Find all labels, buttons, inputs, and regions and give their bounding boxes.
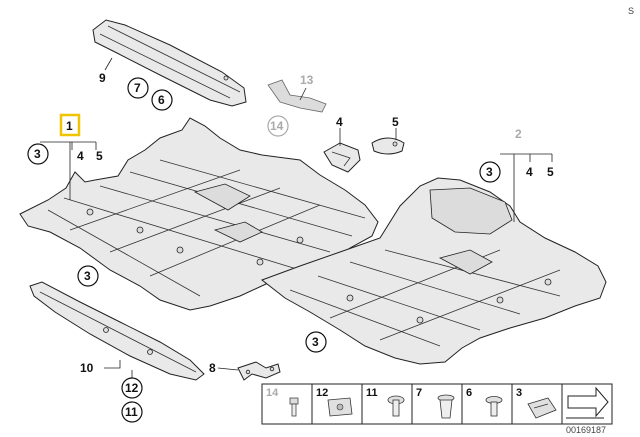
callout-10[interactable]: 10 xyxy=(80,361,94,375)
clip-nut-icon xyxy=(327,397,353,417)
callout-4-left[interactable]: 4 xyxy=(77,149,84,163)
callout-11[interactable]: 11 xyxy=(121,401,143,423)
callout-3-panel2[interactable]: 3 xyxy=(305,331,327,353)
svg-text:8: 8 xyxy=(209,361,216,375)
svg-text:5: 5 xyxy=(96,149,103,163)
legend-cell-3[interactable]: 3 xyxy=(516,387,557,419)
leader-lines xyxy=(40,57,553,380)
callout-4-right[interactable]: 4 xyxy=(526,165,533,179)
svg-text:14: 14 xyxy=(270,119,284,133)
callout-4-bracket[interactable]: 4 xyxy=(336,115,343,129)
callout-3-left[interactable]: 3 xyxy=(27,143,49,165)
legend-cell-14[interactable]: 14 xyxy=(266,387,299,417)
callout-5-left[interactable]: 5 xyxy=(96,149,103,163)
bolt-icon xyxy=(387,395,405,417)
diagram-id: 00169187 xyxy=(566,425,606,435)
part-4-bracket[interactable] xyxy=(323,142,361,173)
svg-text:5: 5 xyxy=(392,115,399,129)
svg-text:2: 2 xyxy=(515,127,522,141)
callout-2-grey[interactable]: 2 xyxy=(515,127,522,141)
legend-cell-11[interactable]: 11 xyxy=(366,387,405,417)
callout-6[interactable]: 6 xyxy=(151,89,173,111)
part-5-cap[interactable] xyxy=(371,137,405,155)
svg-text:6: 6 xyxy=(466,387,472,399)
callout-7[interactable]: 7 xyxy=(127,77,149,99)
part-9-cover-strip[interactable] xyxy=(92,19,247,107)
svg-text:11: 11 xyxy=(125,405,138,419)
svg-text:3: 3 xyxy=(312,335,319,349)
screw-washer-icon xyxy=(485,396,503,417)
svg-text:6: 6 xyxy=(158,93,165,107)
callout-3-right[interactable]: 3 xyxy=(479,161,501,183)
svg-text:11: 11 xyxy=(366,387,378,399)
svg-text:13: 13 xyxy=(300,73,314,87)
part-10-strip[interactable] xyxy=(29,281,205,381)
legend-cell-12[interactable]: 12 xyxy=(316,387,353,417)
part-13-bracket[interactable] xyxy=(267,79,327,113)
svg-text:12: 12 xyxy=(316,387,328,399)
callout-1-highlighted[interactable]: 1 xyxy=(59,113,81,137)
arrow-icon xyxy=(566,386,609,419)
callout-13[interactable]: 13 xyxy=(300,73,314,87)
screw-icon xyxy=(289,397,299,417)
callout-5-cap[interactable]: 5 xyxy=(392,115,399,129)
part-2-underbody-panel[interactable] xyxy=(260,177,607,365)
part-8-bracket[interactable] xyxy=(237,361,281,381)
fastener-legend: 14 12 11 7 xyxy=(261,383,613,425)
clip-icon xyxy=(527,397,557,419)
svg-text:5: 5 xyxy=(547,165,554,179)
svg-text:3: 3 xyxy=(516,387,522,399)
legend-cell-arrow[interactable] xyxy=(566,386,609,419)
callout-14-grey[interactable]: 14 xyxy=(267,115,289,137)
callout-3-panel1[interactable]: 3 xyxy=(77,265,99,287)
legend-cell-7[interactable]: 7 xyxy=(416,387,455,419)
part-1-underbody-panel[interactable] xyxy=(19,117,379,311)
callout-5-right[interactable]: 5 xyxy=(547,165,554,179)
expanding-rivet-icon xyxy=(437,394,455,419)
callout-12[interactable]: 12 xyxy=(121,377,143,399)
svg-text:12: 12 xyxy=(125,381,139,395)
svg-text:7: 7 xyxy=(416,387,422,399)
corner-mark: S xyxy=(628,6,634,16)
svg-text:3: 3 xyxy=(34,147,41,161)
svg-text:9: 9 xyxy=(99,71,106,85)
svg-text:4: 4 xyxy=(77,149,84,163)
svg-text:1: 1 xyxy=(66,119,73,133)
svg-text:10: 10 xyxy=(80,361,94,375)
callout-9[interactable]: 9 xyxy=(99,71,106,85)
legend-cell-6[interactable]: 6 xyxy=(466,387,503,417)
svg-text:4: 4 xyxy=(526,165,533,179)
svg-text:14: 14 xyxy=(266,387,279,399)
svg-text:3: 3 xyxy=(84,269,91,283)
callout-8[interactable]: 8 xyxy=(209,361,216,375)
svg-text:7: 7 xyxy=(134,81,141,95)
svg-text:4: 4 xyxy=(336,115,343,129)
svg-text:3: 3 xyxy=(486,165,493,179)
